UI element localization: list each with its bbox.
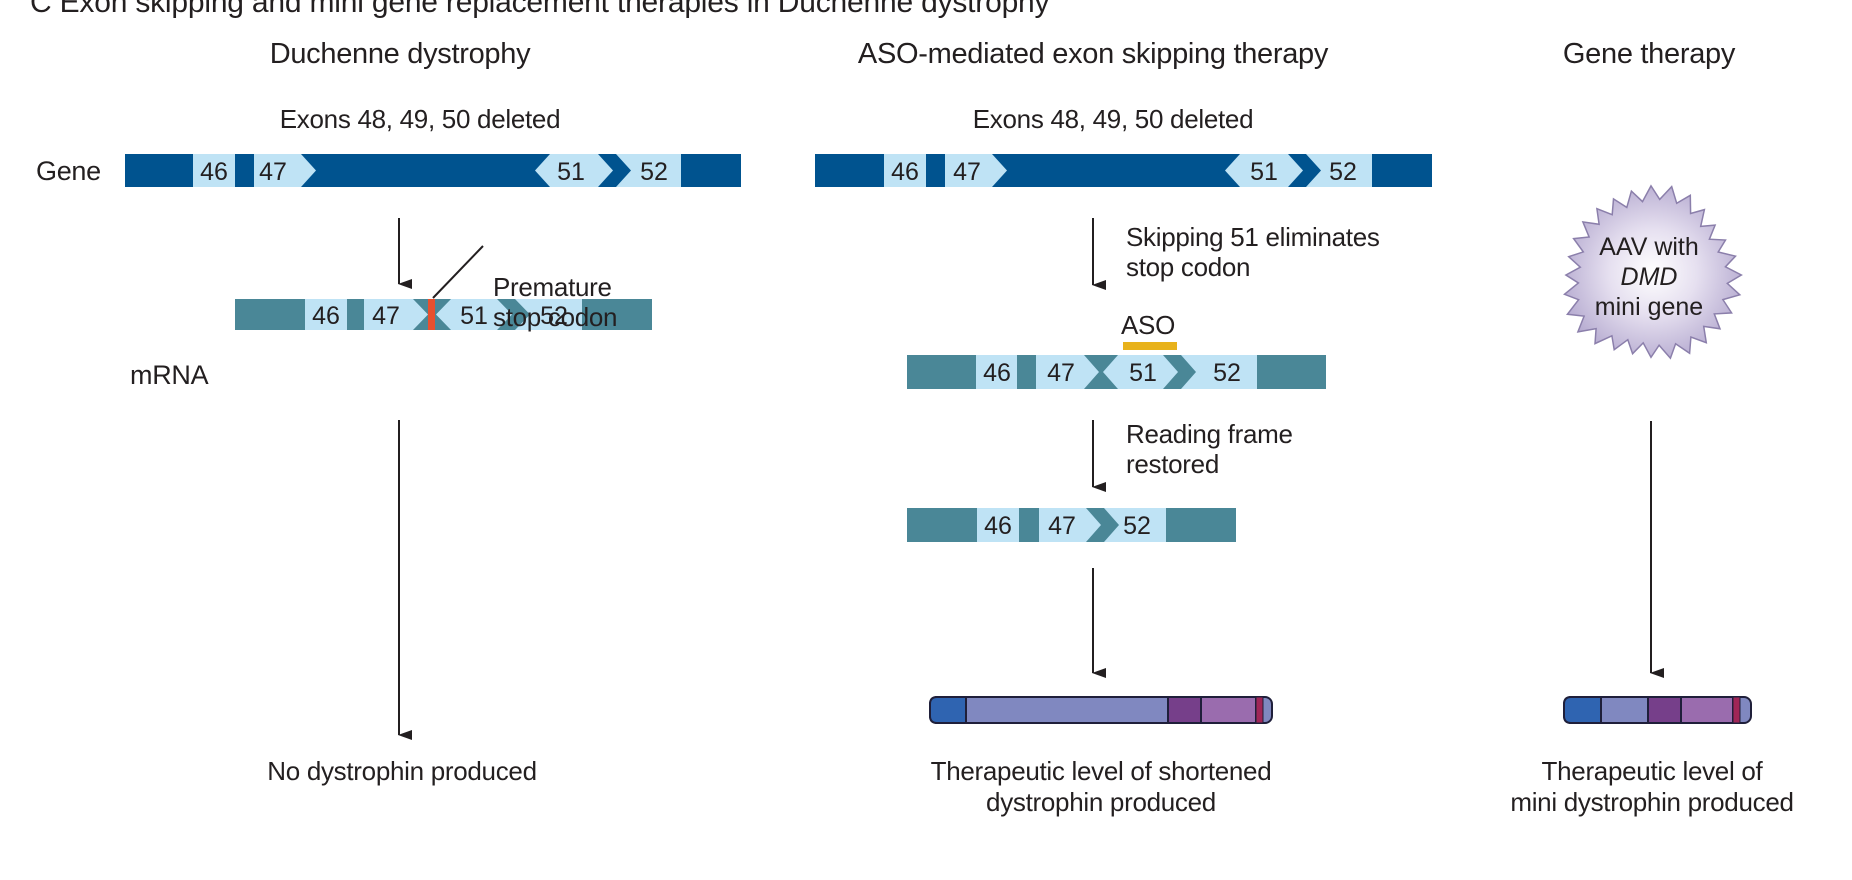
header-aso-therapy: ASO-mediated exon skipping therapy [857, 38, 1329, 70]
outcome-duchenne: No dystrophin produced [267, 756, 537, 786]
outcome-aso-line1: Therapeutic level of shortened [930, 756, 1272, 786]
dystrophin-cys-rich [1200, 696, 1257, 724]
exon-51 [436, 299, 512, 330]
exon-label: 52 [1213, 359, 1241, 387]
figure-title: C Exon skipping and mini gene replacemen… [30, 0, 1050, 19]
premature-stop-codon [428, 299, 435, 330]
aso-oligo [1123, 342, 1177, 350]
stop-codon-leader-line [432, 245, 484, 299]
exon-47 [1039, 508, 1101, 542]
exon-label: 46 [312, 302, 340, 330]
deletion-note-aso: Exons 48, 49, 50 deleted [972, 104, 1254, 134]
exon-label: 52 [540, 302, 568, 330]
dystrophin-c-terminal [1732, 696, 1741, 724]
exon-46 [884, 154, 926, 187]
mrna-bar-restored: 46 47 52 [907, 508, 1236, 542]
stop-codon-label-line2: stop codon [493, 302, 618, 332]
dystrophin-hinge [1647, 696, 1682, 724]
exon-label: 51 [1129, 359, 1157, 387]
aav-label: AAV with DMD mini gene [1595, 232, 1703, 322]
reading-frame-note: Reading frame restored [1126, 419, 1293, 479]
exon-label: 47 [259, 158, 287, 186]
exon-46 [193, 154, 235, 187]
exon-52 [1181, 355, 1257, 389]
aav-label-line3: mini gene [1594, 293, 1704, 321]
exon-label: 46 [200, 158, 228, 186]
aav-label-gene-name: DMD [1620, 263, 1678, 291]
header-gene-therapy: Gene therapy [1562, 38, 1736, 70]
exon-label: 46 [983, 359, 1011, 387]
exon-47 [364, 299, 428, 330]
exon-46 [977, 508, 1019, 542]
exon-label: 52 [1329, 158, 1357, 186]
outcome-gene-therapy: Therapeutic level of mini dystrophin pro… [1510, 756, 1794, 818]
aav-capsid [1563, 184, 1743, 360]
mrna-bar-aso: 46 47 51 52 [907, 355, 1326, 389]
dystrophin-n-terminal [929, 696, 967, 724]
row-label-mrna: mRNA [130, 360, 209, 390]
exon-label: 47 [372, 302, 400, 330]
exon-51 [1225, 154, 1303, 187]
exon-label: 52 [1123, 512, 1151, 540]
aav-label-line1: AAV with [1599, 233, 1699, 261]
outcome-gene-therapy-line2: mini dystrophin produced [1510, 787, 1794, 817]
outcome-aso-line2: dystrophin produced [986, 787, 1216, 817]
stop-codon-label-line1: Premature [493, 272, 612, 302]
aav-particle-icon [1563, 184, 1743, 360]
dystrophin-n-terminal [1563, 696, 1602, 724]
exon-label: 46 [984, 512, 1012, 540]
stop-codon-label: Premature stop codon [493, 272, 618, 332]
exon-52 [1306, 154, 1372, 187]
dystrophin-hinge [1167, 696, 1202, 724]
exon-52 [616, 154, 681, 187]
exon-label: 51 [557, 158, 585, 186]
row-label-gene: Gene [36, 156, 101, 186]
exon-52 [1104, 508, 1166, 542]
aso-label: ASO [1121, 310, 1176, 340]
dystrophin-cys-rich [1680, 696, 1734, 724]
exon-label: 51 [460, 302, 488, 330]
exon-label: 46 [891, 158, 919, 186]
reading-frame-note-line1: Reading frame [1126, 419, 1293, 449]
exon-label: 52 [640, 158, 668, 186]
exon-label: 47 [1048, 512, 1076, 540]
gene-bar-duchenne: 46 47 51 52 [125, 154, 741, 187]
skipping-note: Skipping 51 eliminates stop codon [1126, 222, 1380, 282]
shortened-dystrophin [929, 696, 1273, 724]
mrna-bar-duchenne: 46 47 51 52 [235, 299, 652, 330]
exon-47 [945, 154, 1007, 187]
exon-47 [254, 154, 316, 187]
exon-47 [1036, 355, 1099, 389]
exon-label: 47 [953, 158, 981, 186]
outcome-aso: Therapeutic level of shortened dystrophi… [931, 756, 1272, 818]
exon-label: 47 [1047, 359, 1075, 387]
reading-frame-note-line2: restored [1126, 449, 1219, 479]
header-duchenne: Duchenne dystrophy [269, 38, 531, 70]
deletion-note-duchenne: Exons 48, 49, 50 deleted [279, 104, 561, 134]
skipping-note-line2: stop codon [1126, 252, 1251, 282]
outcome-gene-therapy-line1: Therapeutic level of [1541, 756, 1763, 786]
exon-46 [976, 355, 1017, 389]
exon-51 [1103, 355, 1178, 389]
mini-dystrophin [1563, 696, 1752, 724]
gene-bar-aso: 46 47 51 52 [815, 154, 1432, 187]
skipping-note-line1: Skipping 51 eliminates [1126, 222, 1380, 252]
exon-51 [535, 154, 613, 187]
dystrophin-c-terminal [1255, 696, 1264, 724]
exon-46 [305, 299, 347, 330]
exon-52 [515, 299, 582, 330]
exon-label: 51 [1250, 158, 1278, 186]
